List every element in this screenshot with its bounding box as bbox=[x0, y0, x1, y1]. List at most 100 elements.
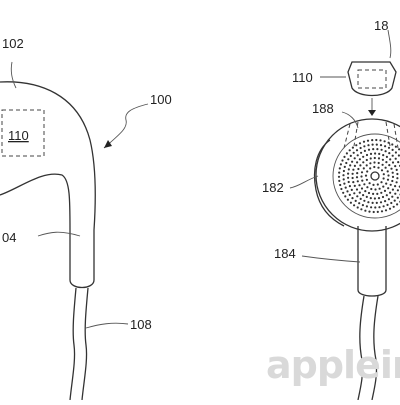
perforation-dot bbox=[369, 197, 372, 200]
perforation-dot bbox=[391, 143, 394, 146]
perforation-dot bbox=[395, 168, 398, 171]
perforation-dot bbox=[386, 170, 389, 173]
perforation-dot bbox=[368, 182, 371, 185]
perforation-dot bbox=[345, 161, 348, 165]
perforation-dot bbox=[366, 170, 369, 173]
perforation-dot bbox=[378, 187, 381, 190]
perforation-dot bbox=[353, 157, 356, 160]
perforation-dot bbox=[353, 204, 356, 207]
cap-inner-dashed bbox=[357, 69, 387, 89]
perforation-dot bbox=[360, 187, 364, 190]
perforation-dot bbox=[353, 164, 356, 167]
perforation-dot bbox=[367, 148, 371, 151]
perforation-dot bbox=[365, 164, 368, 167]
perforation-dot bbox=[396, 203, 399, 206]
perforation-dot bbox=[358, 191, 361, 194]
perforation-dot bbox=[391, 148, 394, 151]
perforation-dot bbox=[351, 160, 354, 163]
perforation-dot bbox=[355, 188, 359, 191]
perforation-dot bbox=[377, 166, 380, 169]
perforation-dot bbox=[379, 139, 382, 142]
perforation-dot bbox=[358, 142, 362, 145]
perforation-dot bbox=[342, 174, 345, 177]
perforation-dot bbox=[372, 210, 375, 214]
perforation-dot bbox=[385, 155, 388, 158]
perforation-dot bbox=[373, 156, 376, 160]
label-102: 102 bbox=[2, 36, 24, 51]
perforation-dot bbox=[395, 181, 398, 184]
earbud-head-lobe bbox=[313, 139, 345, 227]
label-110-left: 110 bbox=[8, 128, 29, 143]
perforation-dot bbox=[380, 169, 384, 172]
perforation-dot bbox=[371, 143, 374, 146]
leader-104 bbox=[37, 231, 81, 237]
perforation-dot bbox=[339, 183, 342, 187]
earbud-body-outer bbox=[0, 81, 96, 231]
perforation-dot bbox=[366, 186, 369, 189]
perforation-dot bbox=[369, 157, 372, 160]
perforation-dot bbox=[380, 181, 383, 184]
perforation-dot bbox=[342, 191, 345, 194]
perforation-dot bbox=[349, 154, 352, 157]
perforation-dot bbox=[362, 140, 366, 143]
perforation-dot bbox=[383, 189, 387, 192]
perforation-dot bbox=[357, 167, 360, 171]
perforation-dot bbox=[376, 210, 379, 213]
perforation-dot bbox=[346, 198, 349, 201]
perforation-dot bbox=[344, 195, 347, 198]
perforation-dot bbox=[376, 148, 379, 151]
perforation-dot bbox=[376, 183, 379, 186]
perforation-dot bbox=[372, 192, 375, 195]
perforation-dot bbox=[353, 184, 356, 187]
perforation-dot bbox=[373, 197, 376, 200]
perforation-dot bbox=[385, 161, 388, 164]
label-104: 04 bbox=[2, 230, 16, 245]
perforation-dot bbox=[369, 167, 372, 170]
leader-182 bbox=[289, 175, 319, 189]
perforation-dot bbox=[355, 144, 358, 147]
perforation-dot bbox=[385, 194, 388, 197]
perforation-dot bbox=[363, 145, 366, 148]
perforation-dot bbox=[382, 185, 385, 188]
perforation-dot bbox=[375, 143, 378, 146]
perforation-dot bbox=[367, 144, 370, 147]
perforation-dot bbox=[382, 177, 385, 180]
right-earbud-figure: 18 110 188 182 184 bbox=[262, 18, 400, 401]
front-stem bbox=[357, 226, 387, 297]
label-110-right: 110 bbox=[292, 70, 313, 85]
perforation-dot bbox=[352, 168, 355, 171]
perforation-dot bbox=[391, 179, 394, 183]
perforation-dot bbox=[378, 152, 381, 155]
perforation-dot bbox=[374, 188, 377, 191]
perforation-dot bbox=[386, 178, 390, 181]
perforation-dot bbox=[338, 171, 341, 174]
perforation-dot bbox=[378, 206, 381, 209]
perforation-dot bbox=[368, 210, 371, 213]
watermark: appleins bbox=[266, 343, 400, 387]
perforation-dot bbox=[358, 158, 361, 161]
perforation-dot bbox=[347, 168, 350, 171]
perforation-dot bbox=[390, 201, 393, 205]
perforation-dot bbox=[381, 163, 384, 166]
speaker-ring-outer bbox=[332, 133, 400, 219]
arrow-100 bbox=[103, 103, 149, 149]
perforation-dot bbox=[391, 161, 395, 164]
perforation-dot bbox=[360, 208, 363, 211]
perforation-dot bbox=[356, 161, 359, 164]
perforation-dot bbox=[354, 199, 357, 202]
perforation-dot bbox=[377, 161, 380, 165]
perforation-dot bbox=[384, 166, 387, 169]
perforation-dot bbox=[365, 153, 369, 157]
perforation-dot bbox=[352, 151, 355, 154]
perforation-dot bbox=[387, 198, 390, 201]
perforation-dot bbox=[397, 161, 400, 164]
perforation-dot bbox=[347, 180, 350, 184]
perforation-dot bbox=[360, 175, 363, 178]
perforation-dot bbox=[338, 179, 341, 182]
perforation-dot bbox=[371, 201, 374, 204]
perforation-dot bbox=[362, 161, 365, 164]
perforation-dot bbox=[359, 164, 362, 167]
perforation-dot bbox=[367, 191, 371, 195]
perforation-dot bbox=[386, 203, 389, 206]
perforation-dot bbox=[374, 152, 377, 155]
